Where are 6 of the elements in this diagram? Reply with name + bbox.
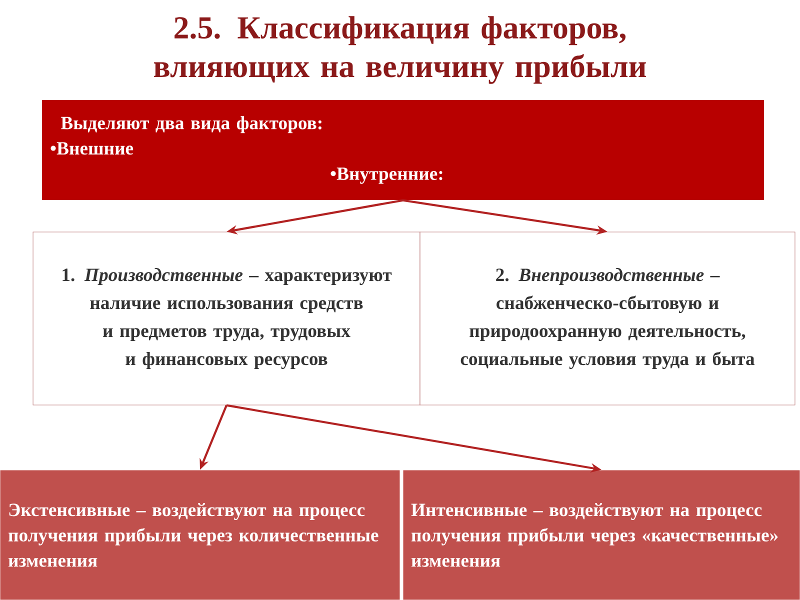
title: 2.5. Классификация факторов, влияющих на величину прибыли: [154, 16, 646, 84]
factor-box: Экстенсивные – воздействуют на процесс получения прибыли через количественные изменения: [0, 470, 400, 600]
category-box: 1. Производственные – характеризуют наличие использования средств и предметов труда, трудовых и финансовых ресурсов: [32, 232, 420, 406]
factor-box: Интенсивные – воздействуют на процесс получения прибыли через «качественные» изменения: [402, 470, 800, 600]
header-box: Выделяют два вида факторов: •Внешние •Внутренние:: [42, 100, 764, 200]
category-box: 2. Внепроизводственные – снабженческо-сбытовую и природоохранную деятельность, социальные условия труда и быта: [420, 232, 796, 406]
